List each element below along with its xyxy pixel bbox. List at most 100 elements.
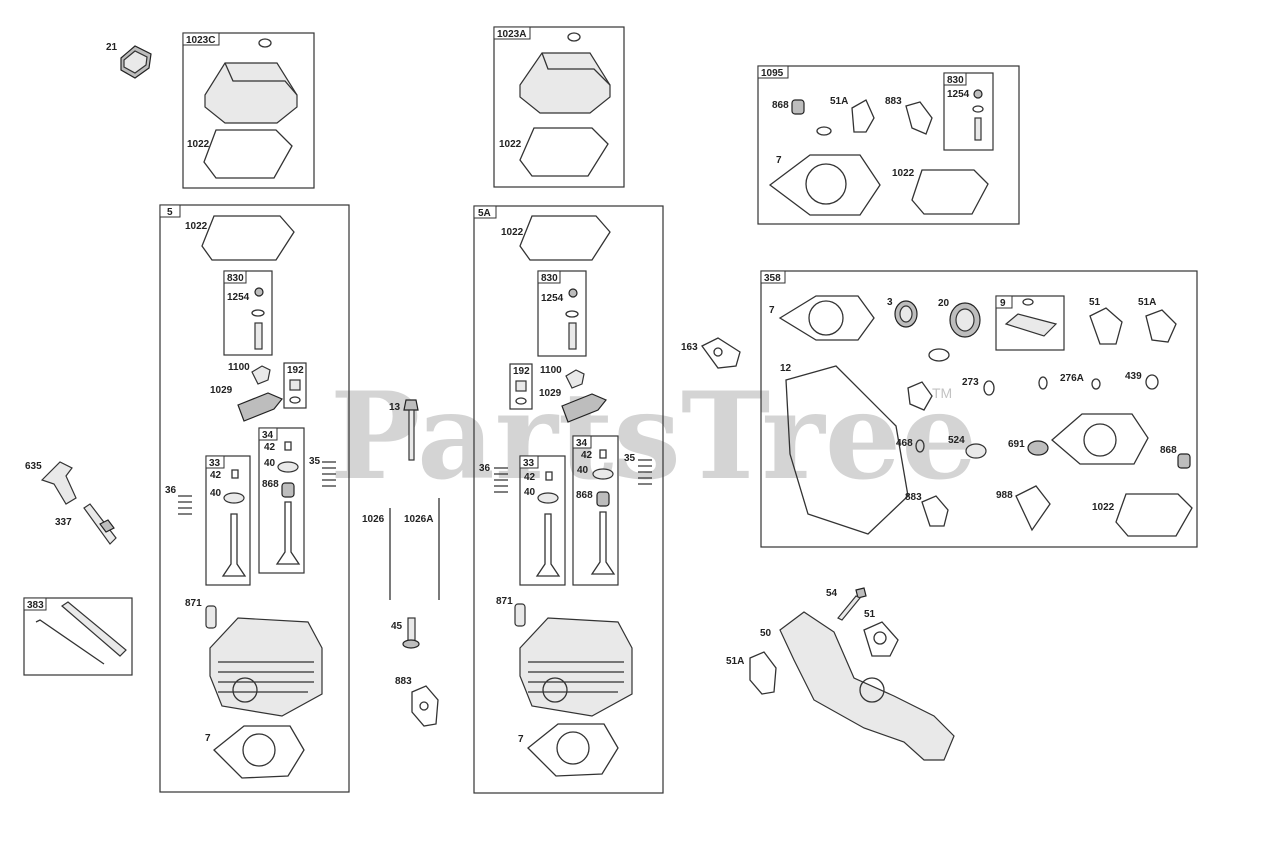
kit-358-9-label: 9 bbox=[1000, 298, 1006, 309]
stud-5 bbox=[254, 322, 263, 350]
bolt-54-head bbox=[855, 587, 867, 599]
valve-cover-edge bbox=[224, 62, 298, 96]
washer-1254-1095 bbox=[972, 105, 984, 113]
push-rods[interactable]: 1026 1026A bbox=[362, 498, 440, 600]
callout-1022-1023a: 1022 bbox=[499, 139, 522, 150]
kit-5a-33-label: 33 bbox=[523, 458, 535, 469]
kit-383-tag bbox=[23, 597, 47, 611]
callout-40-5a: 40 bbox=[210, 488, 222, 499]
part-883-gasket[interactable]: 883 bbox=[395, 676, 439, 727]
valve-cover-shape bbox=[204, 62, 298, 124]
head-gasket-358 bbox=[778, 295, 875, 341]
kit-1023c[interactable]: 1023C 1022 bbox=[182, 32, 315, 189]
valve-seal-1095 bbox=[791, 99, 805, 115]
plug-524 bbox=[965, 443, 987, 459]
part-13-bolt[interactable]: 13 bbox=[389, 399, 419, 461]
stud-5a bbox=[568, 322, 577, 350]
kit-1023c-label: 1023C bbox=[186, 35, 215, 46]
watermark-text: PartsTree bbox=[330, 366, 977, 507]
callout-988-358: 988 bbox=[996, 490, 1013, 501]
valve-cover-a-shape bbox=[519, 52, 611, 114]
oil-seal-3-inner bbox=[899, 305, 913, 323]
kit-5a[interactable]: 5A 1022 830 1254 192 1100 1029 33 42 40 … bbox=[473, 205, 664, 794]
head-gasket-bore-1095 bbox=[805, 163, 847, 205]
valve-intake-5 bbox=[221, 513, 247, 577]
callout-36-5: 36 bbox=[165, 485, 177, 496]
kit-1023a[interactable]: 1023A 1022 bbox=[493, 26, 625, 188]
part-337-spark-plug[interactable]: 337 bbox=[55, 503, 117, 545]
nut-1254-5a bbox=[568, 288, 578, 298]
valve-seal-868-5a bbox=[596, 491, 610, 507]
kit-358[interactable]: 358 7 3 20 9 51 51A 12 273 276A 439 468 … bbox=[760, 270, 1198, 548]
seal-ring-358 bbox=[928, 348, 950, 362]
spark-plug-boot-635 bbox=[40, 461, 77, 505]
washer-1254-5a bbox=[565, 310, 579, 318]
kit-358-tag bbox=[760, 270, 786, 284]
callout-1254-1095: 1254 bbox=[947, 89, 970, 100]
part-45-tappet[interactable]: 45 bbox=[391, 617, 420, 649]
kit-5a-34-frame bbox=[572, 435, 619, 586]
retainer-40-5b bbox=[277, 461, 299, 473]
callout-7-5a: 7 bbox=[518, 734, 524, 745]
kit-1095-830-frame bbox=[943, 72, 994, 151]
gasket-51 bbox=[863, 621, 899, 657]
spring-36-5 bbox=[178, 495, 192, 515]
valve-cover-a-gasket bbox=[519, 127, 609, 177]
keeper-42-5a-b bbox=[599, 449, 607, 459]
guide-192-5a bbox=[515, 380, 527, 392]
callout-21: 21 bbox=[106, 42, 118, 53]
kit-383-label: 383 bbox=[27, 600, 44, 611]
rocker-arm-1029-5 bbox=[237, 392, 283, 422]
part-163-gasket[interactable]: 163 bbox=[681, 337, 741, 369]
callout-871-5a: 871 bbox=[496, 596, 513, 607]
kit-383-wrench[interactable]: 383 bbox=[23, 597, 133, 676]
callout-1022-1095: 1022 bbox=[892, 168, 915, 179]
kit-1095[interactable]: 1095 868 51A 883 830 1254 7 1022 bbox=[757, 65, 1020, 225]
bolt-13-shank bbox=[408, 409, 415, 461]
callout-1022-358: 1022 bbox=[1092, 502, 1115, 513]
kit-1023c-tag bbox=[182, 32, 220, 46]
callout-1026: 1026 bbox=[362, 514, 385, 525]
kit-5-label: 5 bbox=[167, 207, 173, 218]
callout-868-5a: 868 bbox=[576, 490, 593, 501]
cover-washer-a bbox=[567, 32, 581, 42]
valve-intake-5a bbox=[535, 513, 561, 577]
kit-1095-tag bbox=[757, 65, 789, 79]
part-635-boot[interactable]: 635 bbox=[25, 461, 77, 505]
kit-5-33-tag bbox=[205, 455, 225, 469]
kit-358-frame bbox=[760, 270, 1198, 548]
kit-5a-192-label: 192 bbox=[513, 366, 530, 377]
tappet-45-foot bbox=[402, 639, 420, 649]
kit-5-830-frame bbox=[223, 270, 273, 356]
kit-358-label: 358 bbox=[764, 273, 781, 284]
cylinder-head-fins-5 bbox=[218, 661, 314, 693]
callout-51-358: 51 bbox=[1089, 297, 1101, 308]
callout-20-358: 20 bbox=[938, 298, 950, 309]
nut-1254-5 bbox=[254, 287, 264, 297]
callout-883-358: 883 bbox=[905, 492, 922, 503]
gasket-358-misc bbox=[907, 381, 933, 411]
manifold-group[interactable]: 54 51 50 51A bbox=[726, 587, 955, 761]
ring-468 bbox=[915, 439, 925, 453]
kit-5a-34-tag bbox=[572, 435, 592, 449]
kit-5a-tag bbox=[473, 205, 497, 219]
kit-5a-33-frame bbox=[519, 455, 566, 586]
intake-manifold-50 bbox=[779, 611, 955, 761]
nut-1254-1095 bbox=[973, 89, 983, 99]
retainer-40-5a-b bbox=[592, 468, 614, 480]
gasket-883-hole bbox=[419, 701, 429, 711]
spring-35-5a bbox=[638, 459, 652, 485]
part-21-top bbox=[123, 50, 148, 74]
valve-cover-a-edge bbox=[541, 52, 611, 86]
kit-1023a-frame bbox=[493, 26, 625, 188]
callout-524-358: 524 bbox=[948, 435, 965, 446]
part-21-cap[interactable]: 21 bbox=[106, 42, 152, 79]
kit-5[interactable]: 5 1022 830 1254 1100 192 1029 33 42 40 3… bbox=[159, 204, 350, 793]
valve-exhaust-5 bbox=[275, 501, 301, 565]
callout-868-5: 868 bbox=[262, 479, 279, 490]
wrench-bar bbox=[35, 619, 105, 665]
pivot-1100-5a bbox=[565, 369, 585, 389]
kit-5-33-frame bbox=[205, 455, 251, 586]
kit-1095-frame bbox=[757, 65, 1020, 225]
